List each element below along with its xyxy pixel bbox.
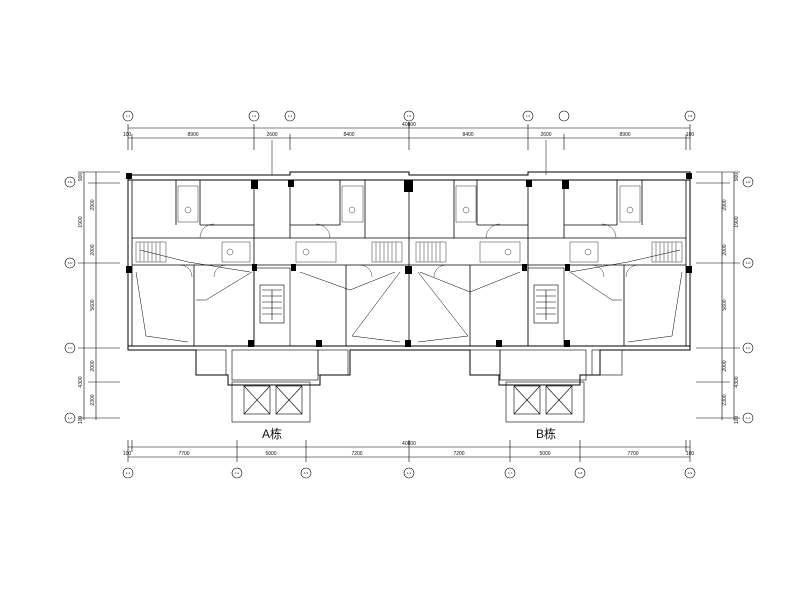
bottom-dimension-chain [127, 440, 691, 462]
overall-dim-top: 40800 [402, 122, 416, 128]
bottom-dim: 7200 [351, 451, 362, 457]
top-dimension-chain [127, 122, 691, 150]
axis-label-top: 1-1 [126, 114, 131, 118]
right-dim: 1900 [734, 216, 740, 227]
axis-label-left: 1-E [68, 180, 73, 184]
axis-label-left: 1-C [68, 346, 74, 350]
bottom-dim: 7700 [627, 451, 638, 457]
internal-stairs [135, 241, 683, 263]
axis-label-bottom: 1-2 [235, 471, 240, 475]
right-dim: 5600 [722, 299, 728, 310]
bottom-dim: 100 [123, 451, 132, 457]
left-dim: 4300 [78, 376, 84, 387]
right-dim: 2000 [722, 360, 728, 371]
bottom-dim: 7200 [453, 451, 464, 457]
axis-label-bottom: 1-4 [407, 471, 412, 475]
axis-label-top: 1-8 [688, 114, 693, 118]
bottom-dim: 5000 [539, 451, 550, 457]
balconies [195, 349, 623, 376]
bottom-dim: 100 [686, 451, 695, 457]
right-dim: 100 [734, 416, 740, 425]
overall-dim-bottom: 40800 [402, 441, 416, 447]
axis-label-top: 1-4 [288, 114, 293, 118]
axis-label-top: 1-6 [526, 114, 531, 118]
axis-label-bottom: 1-3 [304, 471, 309, 475]
axis-label-bottom: 1-8 [578, 471, 583, 475]
stair-core-b [499, 267, 587, 423]
axis-label-right: 1-D [746, 261, 752, 265]
axis-label-right: 1-C [746, 346, 752, 350]
top-dim: 100 [123, 132, 132, 138]
axis-label-top: 1-5 [407, 114, 412, 118]
right-dim: 2300 [722, 394, 728, 405]
axis-bubbles [64, 110, 754, 479]
left-dim: 1900 [78, 216, 84, 227]
axis-label-bottom: 1-1 [126, 471, 131, 475]
axis-label-bottom: 1-7 [508, 471, 513, 475]
bathrooms [177, 185, 641, 263]
left-dim: 5600 [90, 299, 96, 310]
interior-walls [131, 180, 687, 346]
top-dim: 8900 [619, 132, 630, 138]
stair-core-a [231, 267, 319, 423]
left-dim: 900 [78, 173, 84, 182]
top-dim: 8400 [343, 132, 354, 138]
left-dim: 2000 [90, 360, 96, 371]
top-dim: 100 [686, 132, 695, 138]
building-label-b: B栋 [536, 426, 556, 441]
top-dim: 8400 [462, 132, 473, 138]
axis-label-bottom: 1-9 [688, 471, 693, 475]
electrical-wiring [135, 140, 683, 343]
right-dim: 4300 [734, 376, 740, 387]
axis-label-right: 1-A [746, 416, 751, 420]
right-dim: 900 [734, 173, 740, 182]
bottom-dim: 5000 [265, 451, 276, 457]
top-dim: 2600 [266, 132, 277, 138]
left-dim: 2900 [90, 199, 96, 210]
axis-label-left: 1-D [68, 261, 74, 265]
top-dim: 8900 [187, 132, 198, 138]
left-dimension-chain [78, 171, 120, 420]
right-dim: 2900 [722, 199, 728, 210]
building-label-a: A栋 [262, 426, 282, 441]
right-dim: 2000 [722, 244, 728, 255]
door-swings [179, 223, 639, 278]
left-dim: 2300 [90, 394, 96, 405]
bottom-dim: 7700 [178, 451, 189, 457]
left-dim: 100 [78, 416, 84, 425]
left-dim: 2000 [90, 244, 96, 255]
top-dim: 2600 [540, 132, 551, 138]
axis-label-right: 1-E [746, 180, 751, 184]
right-dimension-chain [696, 171, 740, 420]
axis-label-left: 1-A [68, 416, 73, 420]
structural-columns [126, 173, 692, 347]
axis-label-top: 1-3 [252, 114, 257, 118]
